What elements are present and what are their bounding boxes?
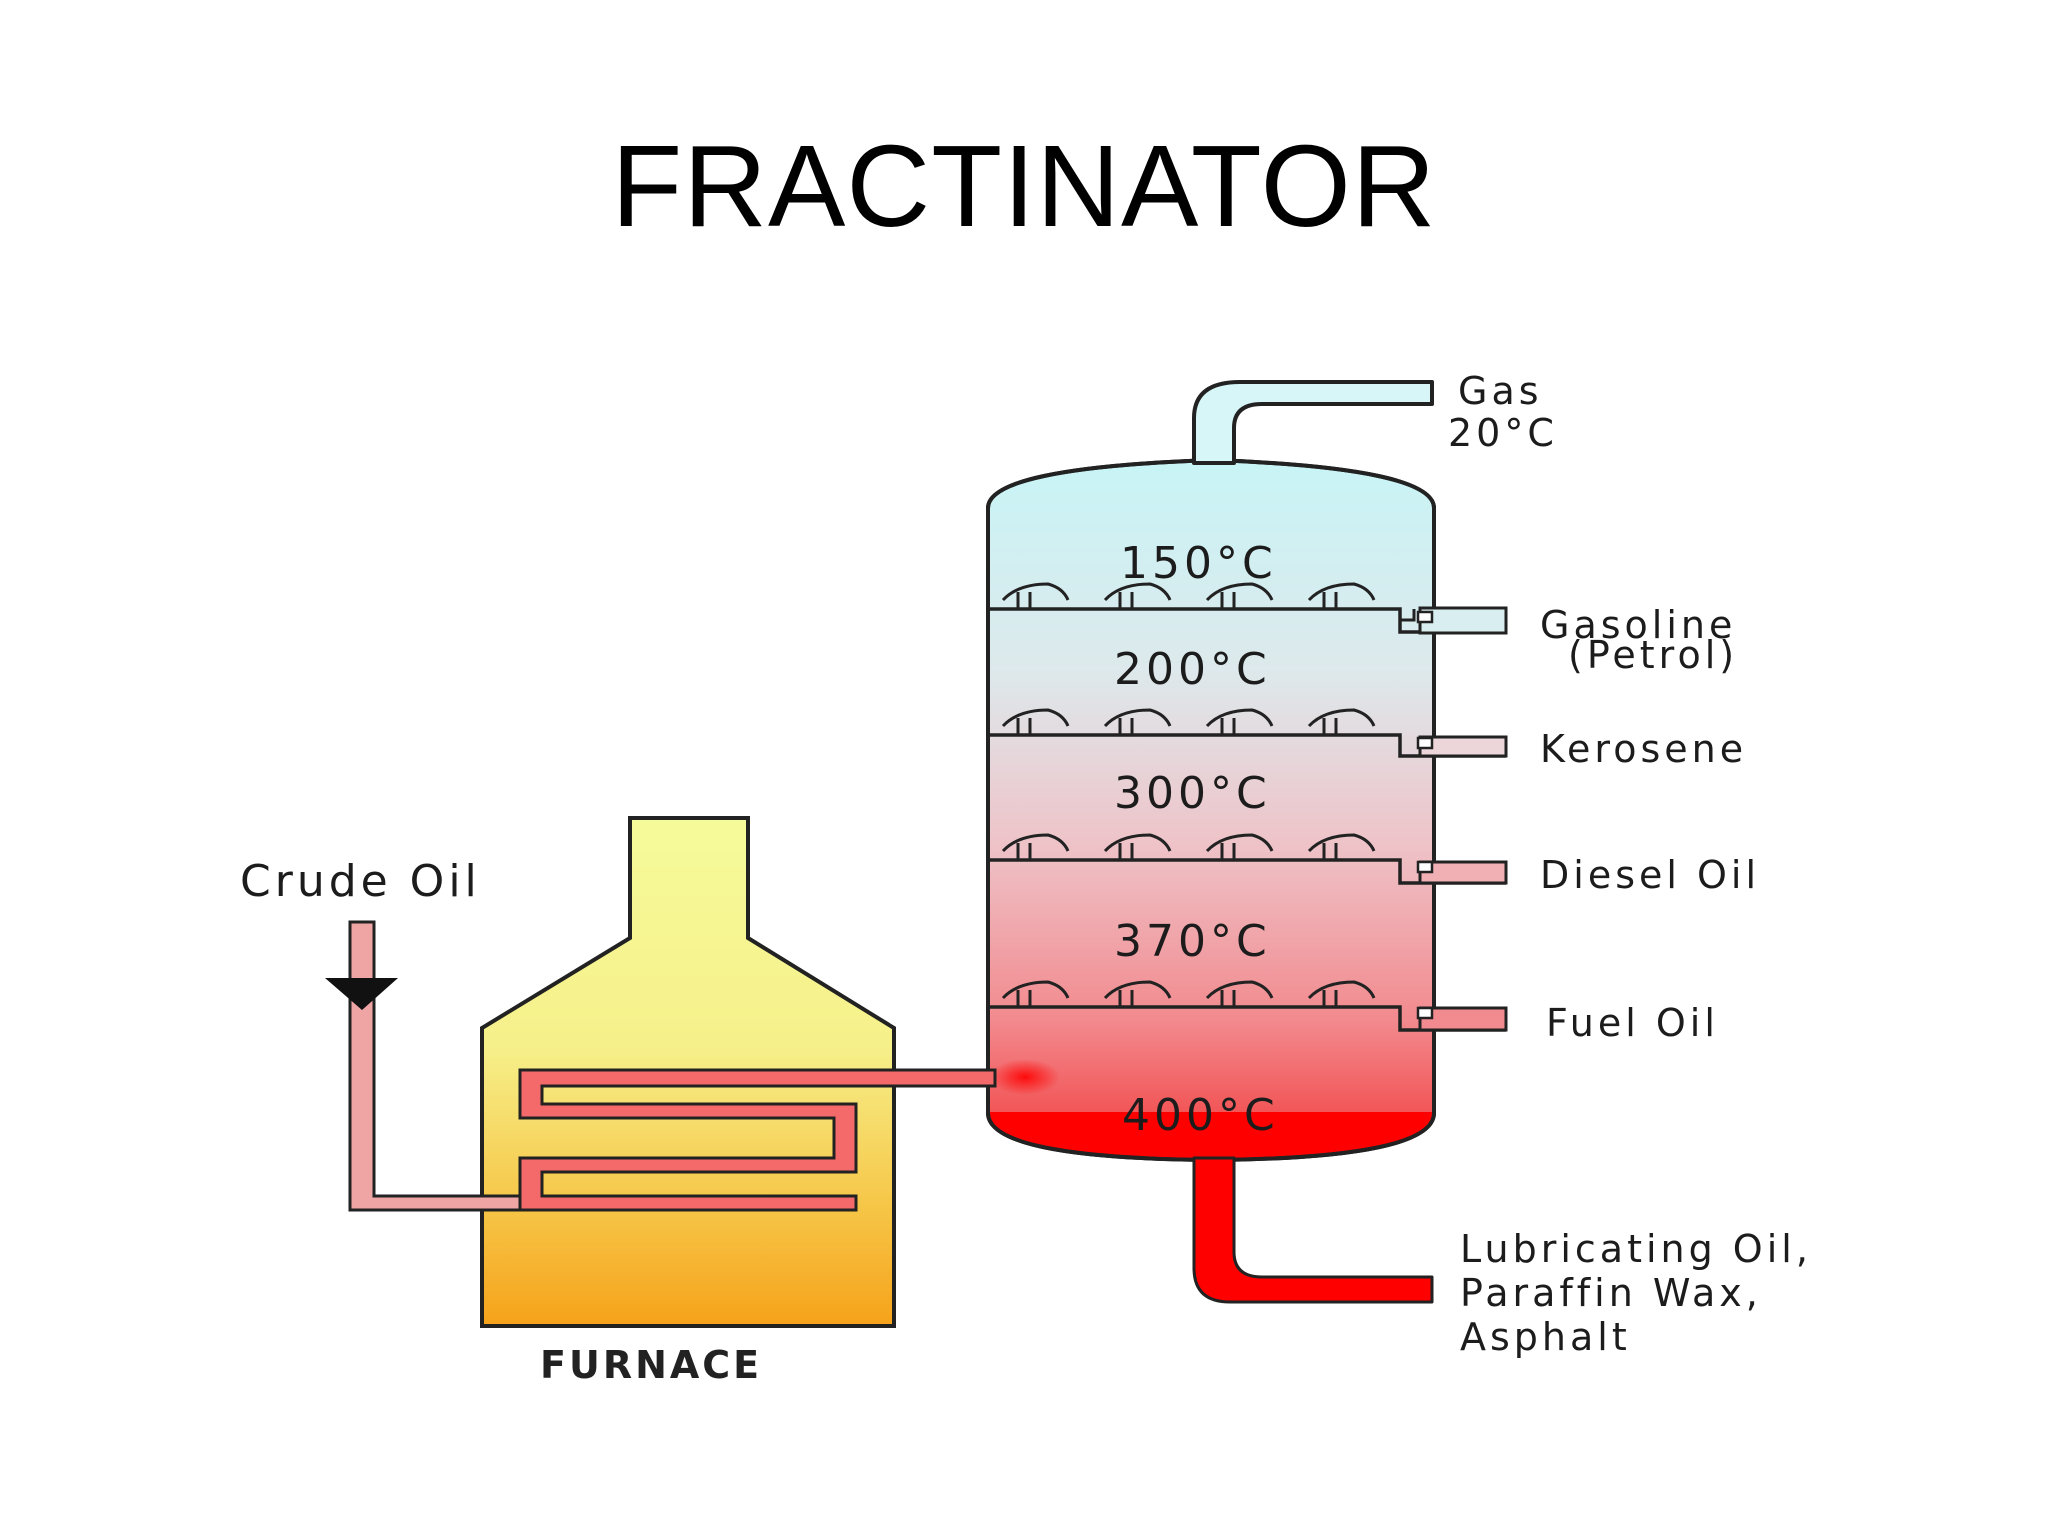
fraction-kerosene-label: Kerosene <box>1540 727 1747 771</box>
temp-label-3: 300°C <box>1114 768 1271 819</box>
fraction-fuel-oil-label: Fuel Oil <box>1546 1001 1719 1045</box>
tray-1 <box>988 606 1508 635</box>
bottom-product-2: Paraffin Wax, <box>1460 1271 1762 1315</box>
gas-outlet-pipe <box>1192 380 1434 465</box>
tray-3 <box>988 858 1508 885</box>
crude-oil-label: Crude Oil <box>240 856 481 907</box>
temp-label-2: 200°C <box>1114 644 1271 695</box>
bottom-product-3: Asphalt <box>1460 1315 1631 1359</box>
temp-label-1: 150°C <box>1120 538 1277 589</box>
gas-label: Gas <box>1458 369 1543 413</box>
temp-label-5: 400°C <box>1122 1090 1279 1141</box>
furnace-label: FURNACE <box>540 1343 762 1387</box>
flow-arrow-icon <box>325 978 398 1010</box>
temp-label-4: 370°C <box>1114 916 1271 967</box>
fraction-gasoline-label: Gasoline <box>1540 603 1736 647</box>
residue-outlet-pipe <box>1192 1156 1434 1304</box>
tray-4 <box>988 1005 1508 1032</box>
bottom-product-1: Lubricating Oil, <box>1460 1227 1812 1271</box>
gas-temp-label: 20°C <box>1448 411 1558 455</box>
heating-coil <box>518 1068 997 1212</box>
fraction-petrol-label: (Petrol) <box>1568 633 1738 677</box>
fractionating-column <box>986 457 1436 1163</box>
tray-2 <box>988 733 1508 758</box>
bubble-caps <box>1001 582 1376 1007</box>
trays <box>988 582 1508 1032</box>
slide-title: FRACTINATOR <box>611 121 1437 251</box>
fraction-diesel-label: Diesel Oil <box>1540 853 1760 897</box>
